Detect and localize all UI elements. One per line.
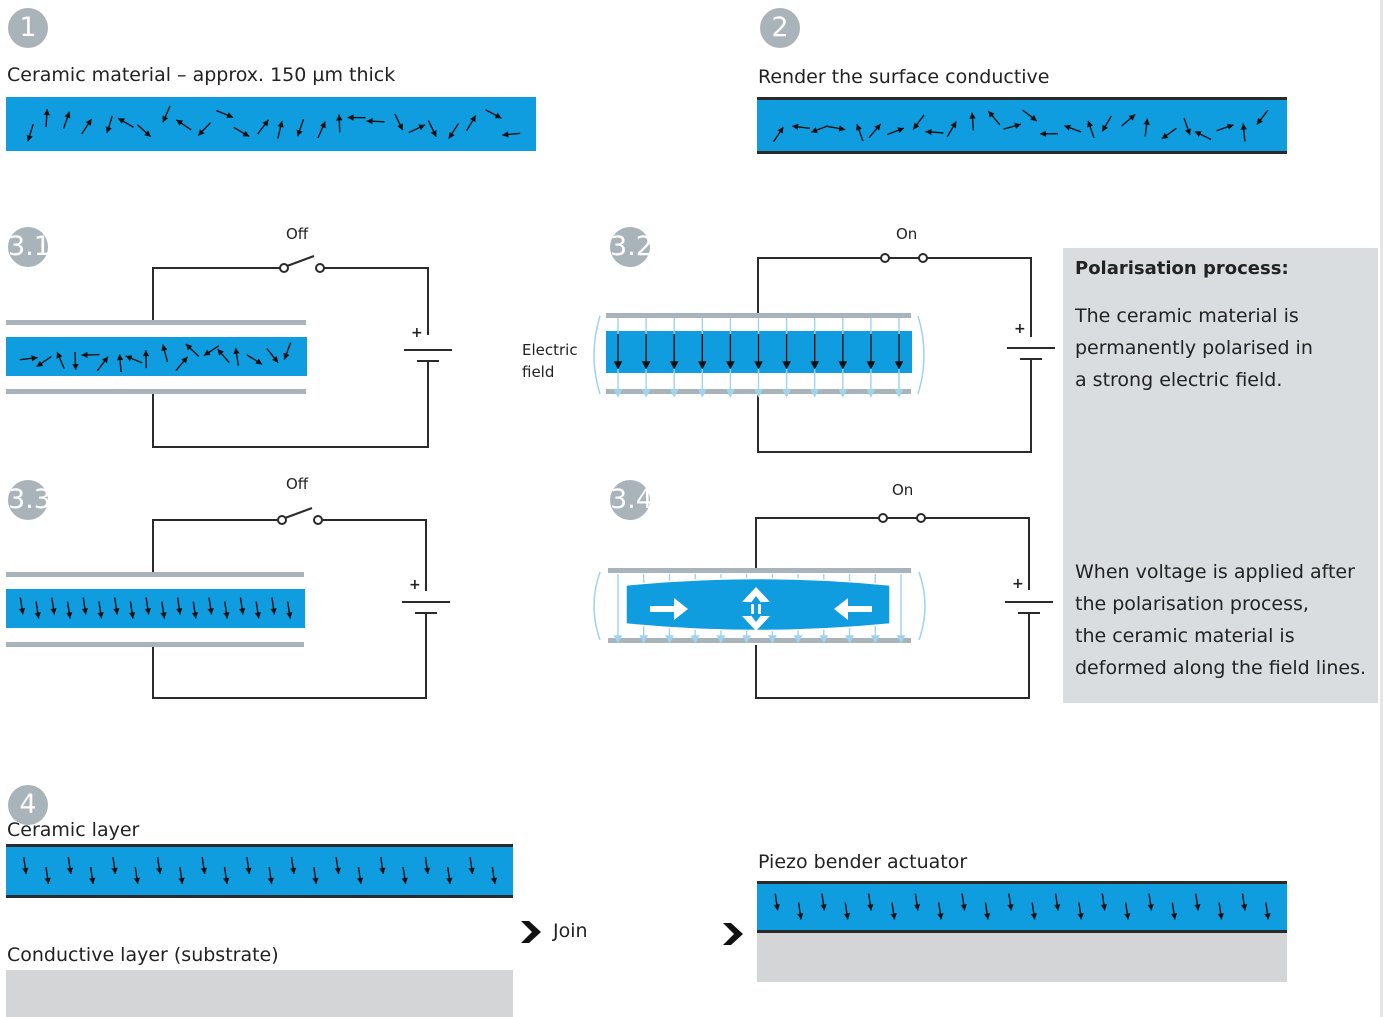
bottom-conductive-surface — [6, 895, 513, 898]
battery-icon — [402, 601, 450, 614]
panel-text-line: a strong electric field. — [1075, 369, 1283, 391]
wire — [322, 267, 429, 269]
page-edge-divider — [1380, 0, 1383, 1017]
wire — [757, 451, 1032, 453]
random-dipole-arrows-3-1 — [19, 342, 292, 373]
switch-off-label-1: Off — [286, 225, 309, 243]
wire — [320, 519, 427, 521]
wire — [926, 257, 1032, 259]
random-dipole-arrows-2 — [772, 109, 1269, 143]
wire — [152, 697, 427, 699]
wire — [755, 517, 757, 572]
polarisation-info-panel: Polarisation process: The ceramic materi… — [1063, 248, 1378, 703]
conductive-layer-label: Conductive layer (substrate) — [7, 944, 279, 966]
switch-icon — [880, 253, 928, 263]
wire — [757, 257, 881, 259]
top-electrode — [6, 320, 306, 325]
step-3-4-badge: 3.4 — [610, 480, 653, 520]
top-conductive-surface — [757, 97, 1287, 100]
wire — [755, 645, 757, 699]
panel-title: Polarisation process: — [1075, 258, 1289, 279]
polarised-dipole-arrows-4 — [22, 856, 498, 885]
wire — [427, 267, 429, 335]
plus-sign: + — [411, 325, 423, 341]
wire — [152, 392, 154, 448]
bottom-electrode — [6, 642, 304, 647]
arrow-left-icon — [834, 598, 872, 620]
ceramic-material-band — [6, 97, 536, 151]
ceramic-layer-label: Ceramic layer — [7, 819, 140, 841]
polarised-dipole-arrows-piezo — [773, 893, 1271, 920]
switch-icon — [279, 255, 325, 273]
wire — [1028, 517, 1030, 590]
substrate-band — [6, 970, 513, 1017]
wire — [757, 257, 759, 314]
plus-sign: + — [1014, 321, 1026, 337]
switch-on-label-1: On — [896, 225, 918, 243]
wire — [1030, 360, 1032, 453]
bottom-conductive-surface — [757, 151, 1287, 154]
battery-icon — [1007, 347, 1055, 360]
step-3-2-badge: 3.2 — [610, 227, 653, 267]
battery-icon — [404, 349, 452, 362]
step-1-badge: 1 — [8, 8, 48, 48]
wire — [152, 519, 154, 574]
plus-sign: + — [409, 577, 421, 593]
join-label: Join — [553, 920, 588, 942]
step-2-badge: 2 — [760, 8, 800, 48]
panel-text-line: The ceramic material is — [1075, 305, 1299, 327]
double-arrow-vertical-icon — [742, 587, 770, 631]
panel-text-line: deformed along the field lines. — [1075, 657, 1367, 679]
wire — [152, 267, 284, 269]
render-surface-label: Render the surface conductive — [758, 66, 1050, 88]
bottom-conductive-surface — [757, 930, 1287, 933]
wire — [152, 446, 429, 448]
wire — [1030, 257, 1032, 337]
random-dipole-arrows-1 — [26, 105, 521, 142]
electric-field-label-line1: Electric — [522, 341, 578, 359]
piezo-substrate-band — [757, 933, 1287, 982]
switch-on-label-2: On — [892, 481, 914, 499]
wire — [755, 697, 1030, 699]
top-conductive-surface — [6, 844, 513, 847]
polarised-dipole-arrows-3-3 — [18, 597, 293, 619]
bottom-electrode — [6, 389, 306, 394]
wire — [152, 519, 282, 521]
chevron-right-icon — [521, 921, 541, 943]
ceramic-band-3-1 — [6, 337, 307, 376]
wire — [427, 360, 429, 448]
top-electrode — [606, 313, 911, 318]
wire — [152, 267, 154, 322]
top-conductive-surface — [757, 881, 1287, 884]
switch-icon — [277, 507, 323, 525]
step-4-badge: 4 — [8, 785, 48, 825]
step-3-1-badge: 3.1 — [8, 227, 51, 267]
panel-text-line: the ceramic material is — [1075, 625, 1295, 647]
field-lines-3-2 — [593, 315, 925, 398]
switch-icon — [878, 513, 926, 523]
panel-text-line: When voltage is applied after — [1075, 561, 1355, 583]
panel-text-line: permanently polarised in — [1075, 337, 1313, 359]
wire — [425, 612, 427, 699]
battery-icon — [1005, 601, 1053, 614]
step-3-3-badge: 3.3 — [8, 480, 51, 520]
conductive-ceramic-band — [757, 99, 1287, 153]
arrow-right-icon — [650, 598, 688, 620]
switch-off-label-2: Off — [286, 475, 309, 493]
wire — [1028, 612, 1030, 699]
panel-text-line: the polarisation process, — [1075, 593, 1309, 615]
top-electrode — [6, 572, 304, 577]
ceramic-material-label: Ceramic material – approx. 150 µm thick — [7, 64, 396, 86]
piezo-bender-label: Piezo bender actuator — [758, 851, 968, 873]
wire — [425, 519, 427, 591]
chevron-right-icon — [723, 923, 743, 945]
wire — [152, 645, 154, 699]
wire — [755, 517, 879, 519]
plus-sign: + — [1012, 576, 1024, 592]
electric-field-label-line2: field — [522, 363, 555, 381]
wire — [924, 517, 1030, 519]
wire — [757, 393, 759, 453]
